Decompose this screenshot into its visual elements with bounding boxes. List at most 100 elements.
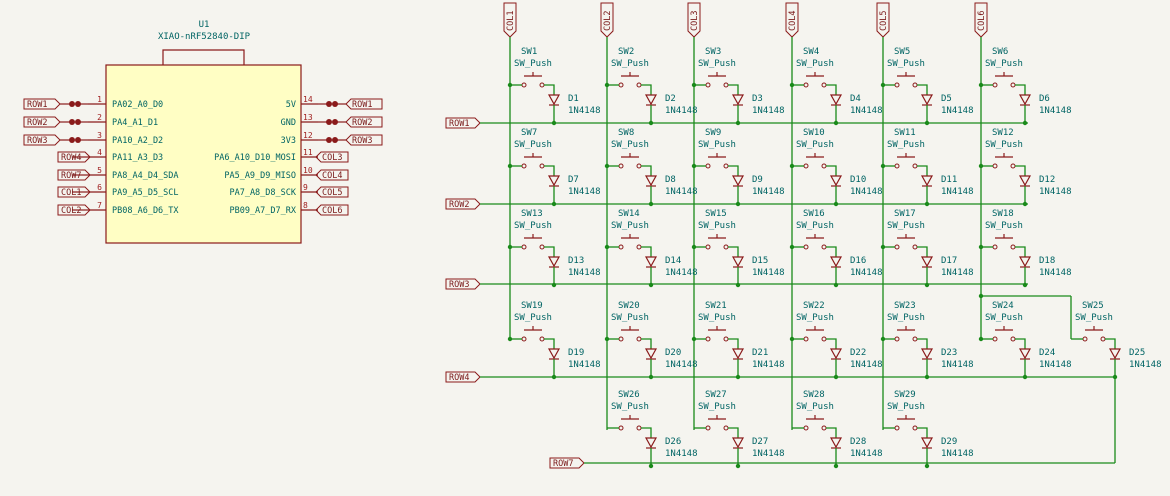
net-label: ROW4: [445, 371, 481, 383]
junction-dot: [880, 163, 886, 169]
junction-dot: [924, 120, 930, 126]
switch-value: SW_Push: [698, 140, 736, 150]
pin-number: 8: [303, 201, 308, 210]
switch-value: SW_Push: [985, 140, 1023, 150]
net-label-text: COL2: [61, 206, 81, 216]
net-label: ROW4: [57, 151, 91, 163]
junction-dot: [648, 201, 654, 207]
junction-dot: [1022, 374, 1028, 380]
switch-reference: SW22: [803, 301, 825, 311]
junction-dot: [880, 82, 886, 88]
switch-reference: SW21: [705, 301, 727, 311]
pin-number: 13: [303, 113, 313, 122]
diode-value: 1N4148: [941, 106, 974, 116]
switch-value: SW_Push: [887, 59, 925, 69]
net-label-text: COL4: [322, 171, 342, 181]
switch-reference: SW25: [1082, 301, 1104, 311]
switch-value: SW_Push: [985, 221, 1023, 231]
switch-reference: SW24: [992, 301, 1014, 311]
junction-dot: [833, 374, 839, 380]
junction-dot: [1022, 201, 1028, 207]
net-label: ROW1: [23, 98, 61, 110]
net-label: COL6: [315, 204, 349, 216]
switch-value: SW_Push: [796, 313, 834, 323]
pin-number: 12: [303, 131, 313, 140]
switch-reference: SW16: [803, 209, 825, 219]
pin-name: PB08_A6_D6_TX: [112, 206, 179, 216]
column-label: COL6: [974, 2, 988, 38]
junction-dot: [648, 282, 654, 288]
switch-value: SW_Push: [985, 313, 1023, 323]
net-label-text: ROW3: [352, 136, 372, 146]
column-label-text: COL3: [690, 11, 700, 31]
junction-dot: [551, 282, 557, 288]
switch-value: SW_Push: [887, 313, 925, 323]
junction-dot: [735, 201, 741, 207]
diode-reference: D23: [941, 348, 957, 358]
diode-reference: D20: [665, 348, 681, 358]
diode-value: 1N4148: [850, 268, 883, 278]
junction-dot: [1022, 282, 1028, 288]
diode-value: 1N4148: [850, 449, 883, 459]
switch-value: SW_Push: [985, 59, 1023, 69]
switch-reference: SW12: [992, 128, 1014, 138]
net-label: ROW1: [345, 98, 383, 110]
junction-dot: [604, 82, 610, 88]
switch-value: SW_Push: [887, 140, 925, 150]
pin-name: PA7_A8_D8_SCK: [229, 188, 296, 198]
switch-reference: SW3: [705, 47, 721, 57]
switch-value: SW_Push: [698, 313, 736, 323]
pin-name: PA8_A4_D4_SDA: [112, 171, 179, 181]
diode-value: 1N4148: [941, 268, 974, 278]
junction-dot: [924, 374, 930, 380]
junction-dot: [648, 463, 654, 469]
switch-reference: SW28: [803, 390, 825, 400]
switch-reference: SW11: [894, 128, 916, 138]
junction-dot: [551, 201, 557, 207]
switch-reference: SW17: [894, 209, 916, 219]
diode-value: 1N4148: [568, 360, 601, 370]
junction-dot: [691, 336, 697, 342]
pin-number: 11: [303, 148, 313, 157]
net-label: ROW3: [345, 134, 383, 146]
net-label-text: ROW7: [553, 459, 573, 469]
switch-reference: SW9: [705, 128, 721, 138]
column-label-text: COL1: [506, 11, 516, 31]
diode-reference: D21: [752, 348, 768, 358]
junction-dot: [691, 244, 697, 250]
switch-reference: SW29: [894, 390, 916, 400]
pin-number: 3: [97, 131, 102, 140]
diode-value: 1N4148: [752, 187, 785, 197]
pin-name: GND: [281, 118, 296, 128]
diode-value: 1N4148: [752, 106, 785, 116]
switch-reference: SW18: [992, 209, 1014, 219]
switch-value: SW_Push: [514, 221, 552, 231]
junction-dot: [924, 463, 930, 469]
diode-reference: D19: [568, 348, 584, 358]
diode-value: 1N4148: [1039, 106, 1072, 116]
diode-value: 1N4148: [568, 187, 601, 197]
switch-value: SW_Push: [611, 221, 649, 231]
net-label: COL3: [315, 151, 349, 163]
diode-value: 1N4148: [752, 360, 785, 370]
switch-value: SW_Push: [796, 221, 834, 231]
